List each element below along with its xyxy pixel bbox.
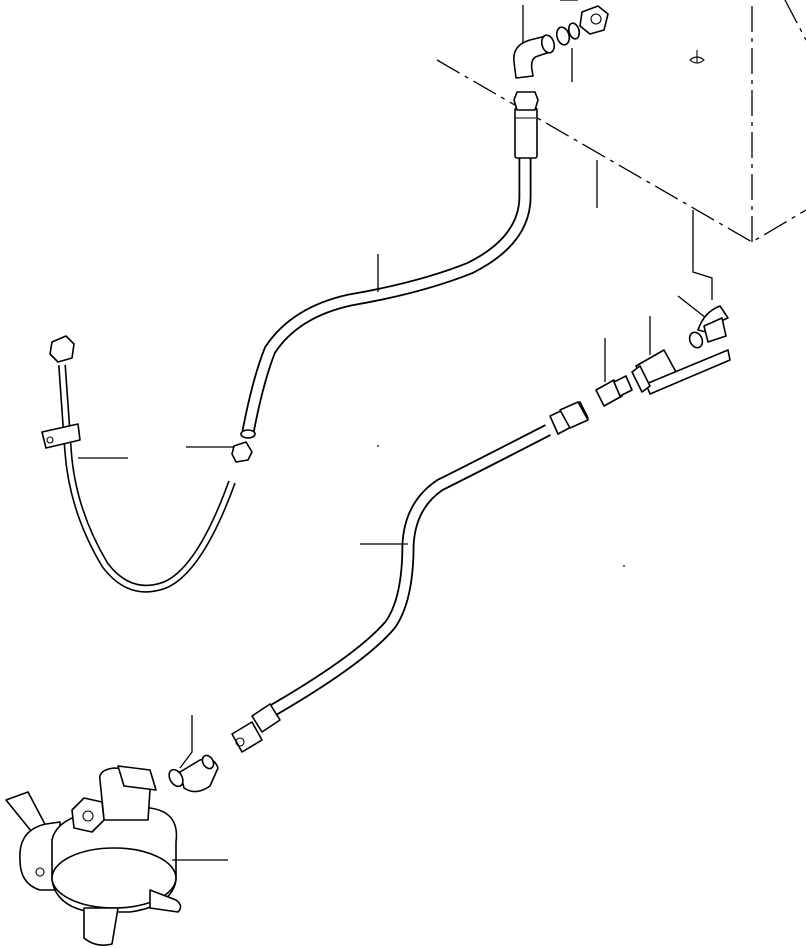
hose-clamp (186, 441, 253, 463)
shutoff-valve (631, 316, 731, 395)
upper-fuel-hose (240, 91, 539, 439)
lower-elbow-fitting (677, 210, 729, 349)
upper-elbow-fitting (513, 5, 609, 82)
fuel-feed-pump (5, 765, 228, 946)
pump-elbow-fitting (168, 715, 219, 793)
fuel-tank (436, 0, 806, 243)
lower-fuel-hose (231, 401, 589, 753)
stray-dot (377, 445, 379, 447)
adapter-nipple (595, 338, 633, 407)
tank-cap-icon (689, 50, 705, 64)
return-pipe (41, 335, 236, 593)
stray-dot (623, 565, 625, 567)
